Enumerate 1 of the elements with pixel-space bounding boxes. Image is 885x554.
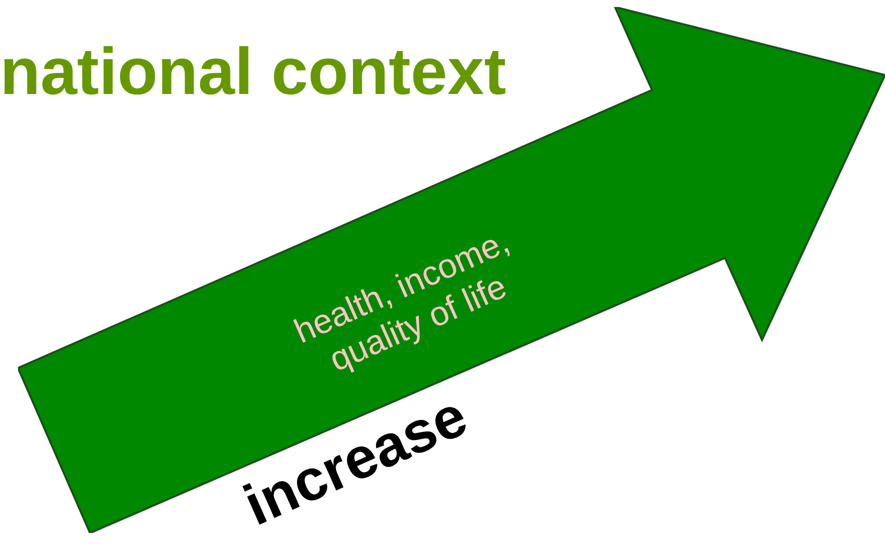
title: national context — [0, 38, 506, 104]
